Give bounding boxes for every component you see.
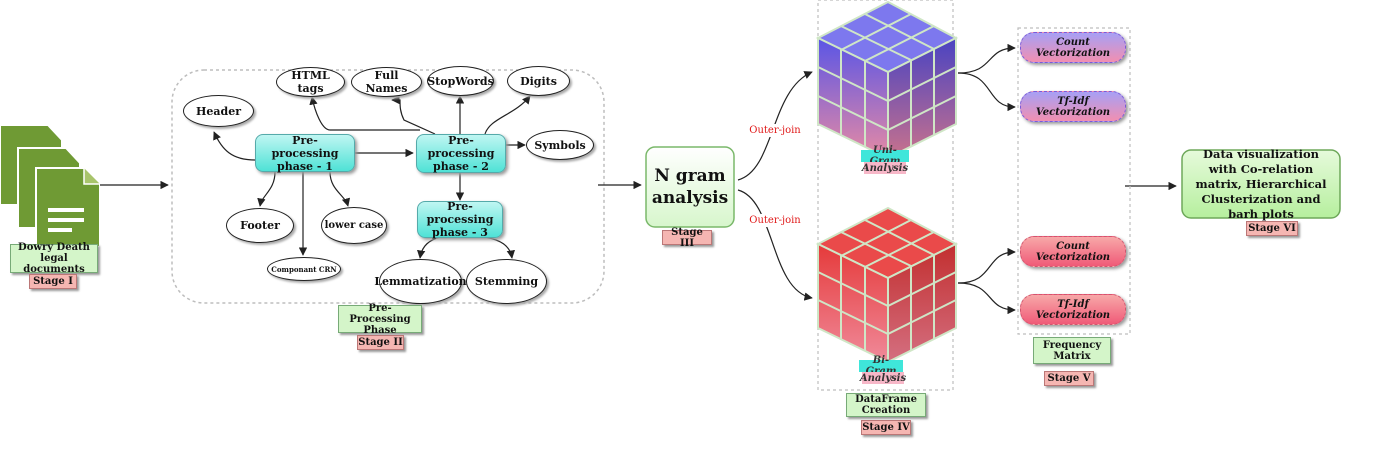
stage5-label: Frequency Matrix — [1033, 337, 1111, 364]
node-header: Header — [183, 95, 254, 127]
node-lemmatization: Lemmatization — [374, 259, 467, 304]
node-lower-case: lower case — [321, 207, 387, 244]
stage1-label: Dowry Death legal documents — [10, 242, 98, 275]
node-footer: Footer — [226, 208, 294, 243]
node-stemming: Stemming — [466, 259, 547, 304]
bigram-cube-icon — [815, 206, 959, 364]
count-vectorization-top: Count Vectorization — [1020, 32, 1126, 63]
ngram-label: N gram analysis — [651, 166, 729, 208]
node-full-names: Full Names — [351, 67, 422, 97]
node-digits: Digits — [507, 66, 570, 96]
stage3-tag: Stage III — [662, 227, 712, 249]
stage2-label: Pre-Processing Phase — [338, 303, 422, 336]
unigram-label-line2: Analysis — [861, 162, 909, 174]
phase2-box: Pre-processing phase - 2 — [416, 134, 506, 173]
visualization-label: Data visualization with Co-relation matr… — [1195, 146, 1327, 221]
bigram-label-line2: Analysis — [859, 372, 907, 384]
phase3-box: Pre-processing phase - 3 — [417, 200, 503, 239]
node-component-crn: Componant CRN — [267, 257, 341, 281]
stage4-tag: Stage IV — [861, 420, 911, 435]
stage1-tag: Stage I — [29, 274, 77, 289]
count-vectorization-bottom: Count Vectorization — [1020, 236, 1126, 267]
stage6-tag: Stage VI — [1246, 221, 1298, 236]
tfidf-vectorization-top: Tf-Idf Vectorization — [1020, 91, 1126, 122]
visualization-box — [1181, 149, 1341, 219]
frequency-container — [1017, 27, 1131, 335]
node-symbols: Symbols — [526, 130, 594, 160]
bigram-label-line1: Bi-Gram — [859, 355, 903, 377]
unigram-label-line1: Uni-Gram — [861, 145, 909, 167]
dataframe-container — [817, 0, 954, 391]
connector-arrows — [100, 43, 1177, 315]
preprocessing-container — [171, 69, 605, 304]
document-stack-icon — [0, 124, 101, 248]
ngram-box — [645, 146, 735, 228]
stage5-tag: Stage V — [1044, 371, 1094, 386]
stage4-label: DataFrame Creation — [846, 393, 926, 417]
outer-join-bottom: Outer-join — [749, 214, 801, 227]
stage2-tag: Stage II — [357, 335, 404, 350]
phase1-box: Pre-processing phase - 1 — [255, 134, 355, 173]
outer-join-top: Outer-join — [749, 124, 801, 137]
node-stopwords: StopWords — [427, 66, 494, 96]
unigram-cube-icon — [815, 0, 959, 160]
tfidf-vectorization-bottom: Tf-Idf Vectorization — [1020, 294, 1126, 325]
node-html-tags: HTML tags — [276, 67, 345, 97]
